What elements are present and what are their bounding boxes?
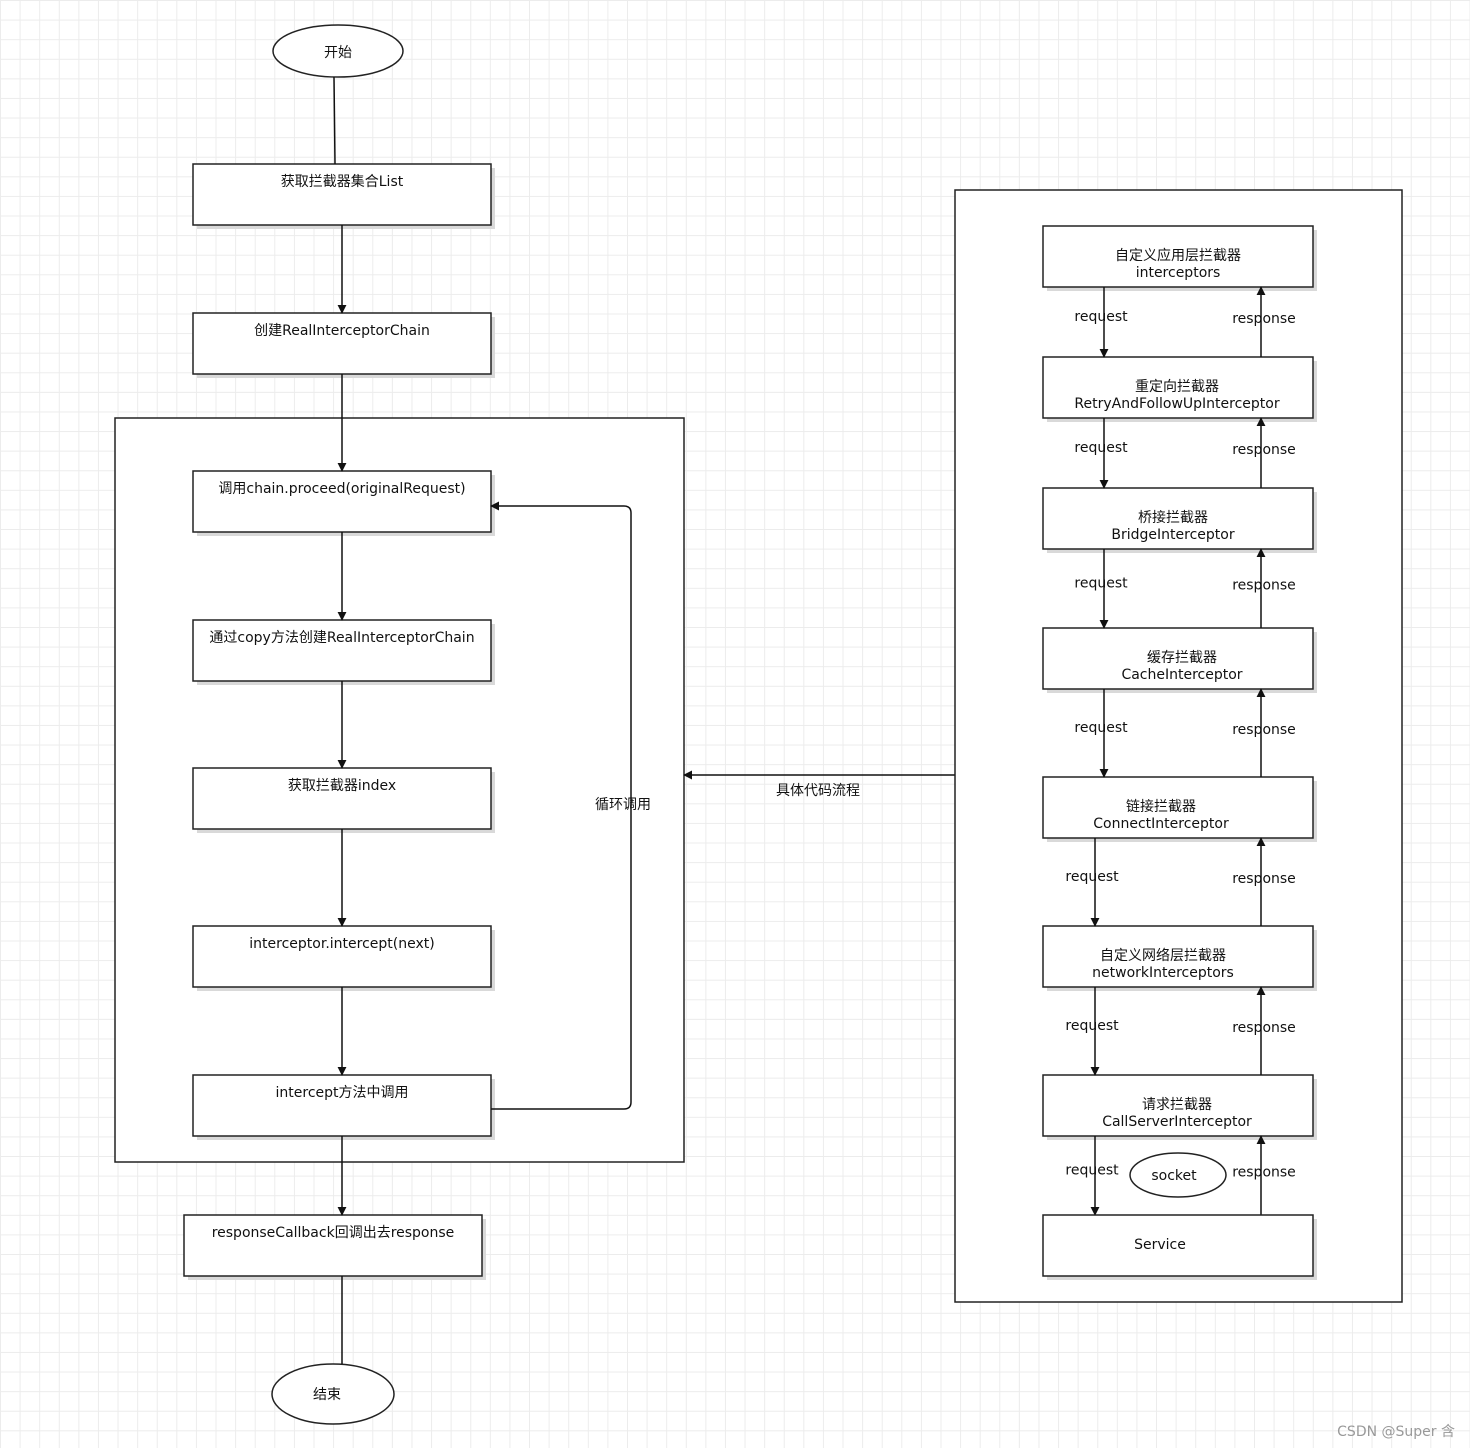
interceptor-chain-edges: request response request response request res… — [1065, 286, 1296, 1216]
request-label: request — [1074, 576, 1128, 592]
response-label: response — [1232, 442, 1296, 458]
request-label: request — [1074, 440, 1128, 456]
request-label: request — [1074, 720, 1128, 736]
interceptor-subtitle: RetryAndFollowUpInterceptor — [1074, 396, 1279, 412]
request-label: request — [1065, 1018, 1119, 1034]
detail-label: 具体代码流程 — [776, 783, 860, 799]
call-proceed-box: 调用chain.proceed(originalRequest) — [192, 470, 495, 536]
interceptor-title: 自定义应用层拦截器 — [1115, 247, 1241, 264]
create-chain-box: 创建RealInterceptorChain — [192, 312, 495, 378]
create-chain-label: 创建RealInterceptorChain — [254, 323, 430, 339]
response-label: response — [1232, 311, 1296, 327]
response-label: response — [1232, 1020, 1296, 1036]
request-label: request — [1065, 869, 1119, 885]
get-list-label: 获取拦截器集合List — [281, 173, 404, 190]
response-label: response — [1232, 1165, 1296, 1181]
watermark: CSDN @Super 含 — [1337, 1424, 1455, 1440]
intercept-next-label: interceptor.intercept(next) — [249, 936, 434, 952]
get-index-box: 获取拦截器index — [192, 767, 495, 833]
interceptor-subtitle: CacheInterceptor — [1121, 667, 1242, 683]
end-label: 结束 — [313, 1387, 341, 1403]
start-label: 开始 — [324, 45, 352, 61]
service-box: Service — [1042, 1214, 1317, 1280]
start-node: 开始 — [272, 24, 404, 78]
loop-back-edge — [490, 501, 632, 1110]
interceptor-subtitle: networkInterceptors — [1092, 965, 1234, 981]
response-label: response — [1232, 578, 1296, 594]
socket-label: socket — [1151, 1168, 1197, 1184]
request-label: request — [1065, 1163, 1119, 1179]
interceptor-title: 桥接拦截器 — [1138, 509, 1208, 526]
call-proceed-label: 调用chain.proceed(originalRequest) — [218, 481, 465, 497]
service-label: Service — [1134, 1237, 1186, 1253]
edge-start-to-list — [333, 76, 336, 165]
response-callback-box: responseCallback回调出去response — [183, 1214, 486, 1280]
interceptor-title: 链接拦截器 — [1126, 798, 1196, 815]
request-label: request — [1074, 309, 1128, 325]
interceptor-subtitle: interceptors — [1136, 265, 1221, 281]
copy-chain-box: 通过copy方法创建RealInterceptorChain — [192, 619, 495, 685]
get-list-box: 获取拦截器集合List — [192, 163, 495, 229]
call-in-intercept-box: intercept方法中调用 — [192, 1074, 495, 1140]
interceptor-subtitle: CallServerInterceptor — [1102, 1114, 1252, 1130]
loop-label: 循环调用 — [595, 797, 651, 813]
response-label: response — [1232, 722, 1296, 738]
end-node: 结束 — [271, 1363, 395, 1425]
interceptor-subtitle: BridgeInterceptor — [1111, 527, 1234, 543]
interceptor-title: 重定向拦截器 — [1135, 379, 1219, 395]
response-label: response — [1232, 871, 1296, 887]
interceptor-title: 自定义网络层拦截器 — [1100, 948, 1226, 964]
get-index-label: 获取拦截器index — [288, 778, 396, 794]
interceptor-title: 请求拦截器 — [1142, 1097, 1212, 1113]
call-in-intercept-label: intercept方法中调用 — [276, 1085, 409, 1101]
intercept-next-box: interceptor.intercept(next) — [192, 925, 495, 991]
response-callback-label: responseCallback回调出去response — [212, 1225, 455, 1241]
interceptor-subtitle: ConnectInterceptor — [1093, 816, 1229, 832]
interceptor-title: 缓存拦截器 — [1147, 650, 1217, 666]
socket-node: socket — [1129, 1152, 1227, 1198]
copy-chain-label: 通过copy方法创建RealInterceptorChain — [209, 630, 474, 646]
